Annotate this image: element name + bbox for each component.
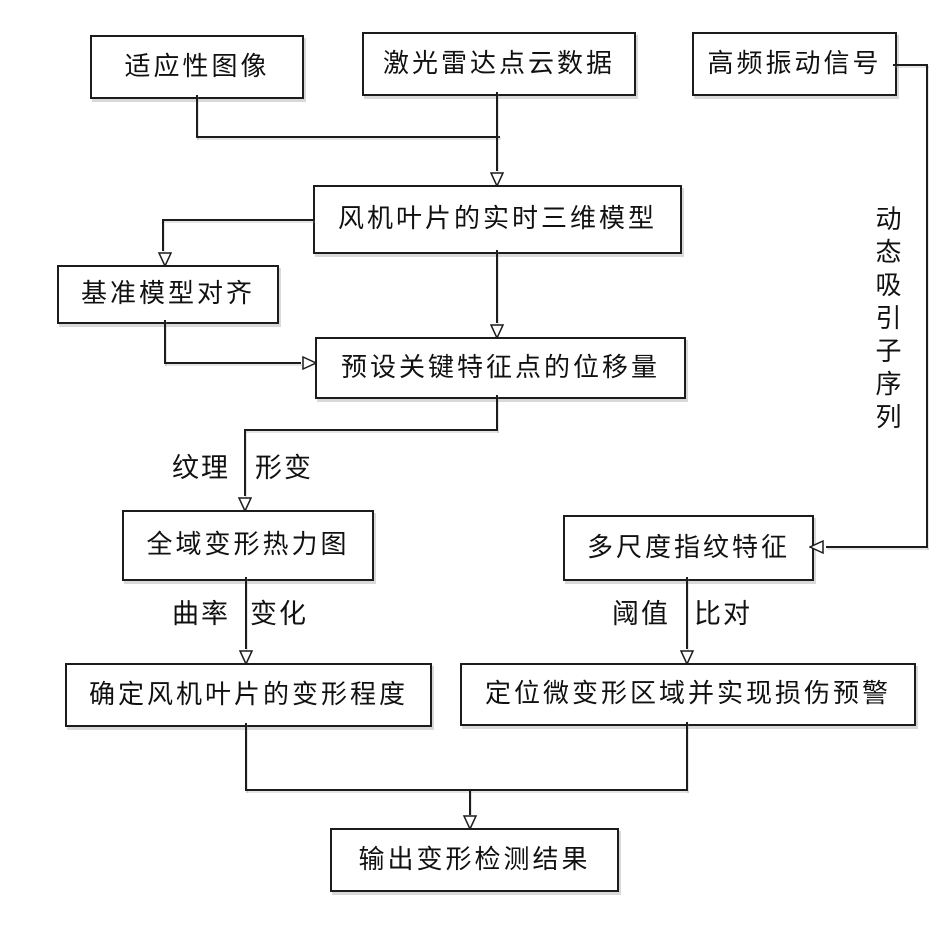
connector-warning-down <box>686 722 688 791</box>
node-keypoint-displacement: 预设关键特征点的位移量 <box>315 337 686 399</box>
connector-junction-horizontal <box>244 429 498 431</box>
connector-model-down <box>496 250 498 323</box>
node-fingerprint-features: 多尺度指纹特征 <box>563 515 814 581</box>
connector-baseline-down <box>164 320 166 364</box>
node-adaptive-image: 适应性图像 <box>90 35 304 99</box>
node-vibration-signal: 高频振动信号 <box>692 32 897 96</box>
arrowhead-into-keypoint-displacement <box>302 355 317 371</box>
edge-label-deformation: 形变 <box>255 453 313 483</box>
connector-rail-to-fingerprint-horizontal <box>826 546 928 548</box>
edge-label-dynamic-attractor-sequence: 动态吸引子序列 <box>872 205 901 436</box>
node-output-result: 输出变形检测结果 <box>330 828 619 892</box>
connector-model-left-horizontal <box>162 219 314 221</box>
connector-right-rail-vertical <box>926 64 928 548</box>
connector-into-output-down <box>469 789 471 815</box>
arrowhead-into-displacement-top <box>489 324 505 339</box>
edge-label-change: 变化 <box>250 599 308 629</box>
arrowhead-into-output-result <box>462 815 478 830</box>
connector-into-heatmap-down <box>244 429 246 496</box>
connector-adaptive-down <box>196 95 198 138</box>
connector-degree-down <box>245 723 247 791</box>
connector-baseline-right-horizontal <box>164 362 301 364</box>
arrowhead-into-heatmap <box>237 497 253 512</box>
edge-label-comparison: 比对 <box>694 599 752 629</box>
node-lidar-point-cloud: 激光雷达点云数据 <box>362 32 636 96</box>
connector-top-merge-horizontal <box>196 136 500 138</box>
arrowhead-into-realtime-model <box>489 172 505 187</box>
arrowhead-into-deformation-degree <box>238 650 254 665</box>
node-realtime-3d-model: 风机叶片的实时三维模型 <box>313 185 682 254</box>
edge-label-threshold: 阈值 <box>612 599 670 629</box>
edge-label-curvature: 曲率 <box>172 599 230 629</box>
connector-displacement-down <box>496 395 498 431</box>
arrowhead-into-fingerprint-features <box>809 539 824 555</box>
arrowhead-into-micro-warning <box>679 650 695 665</box>
connector-into-baseline-down <box>162 219 164 251</box>
node-micro-deformation-warning: 定位微变形区域并实现损伤预警 <box>460 663 916 726</box>
connector-bottom-merge-horizontal <box>245 789 688 791</box>
node-baseline-alignment: 基准模型对齐 <box>57 265 279 324</box>
node-deformation-heatmap: 全域变形热力图 <box>122 510 374 581</box>
node-deformation-degree: 确定风机叶片的变形程度 <box>65 663 432 727</box>
connector-fingerprint-down <box>686 577 688 649</box>
connector-heatmap-down <box>245 577 247 649</box>
edge-label-texture: 纹理 <box>172 453 230 483</box>
arrowhead-into-baseline-alignment <box>157 252 173 267</box>
connector-vibration-right-horizontal <box>893 64 928 66</box>
connector-lidar-down <box>496 92 498 171</box>
